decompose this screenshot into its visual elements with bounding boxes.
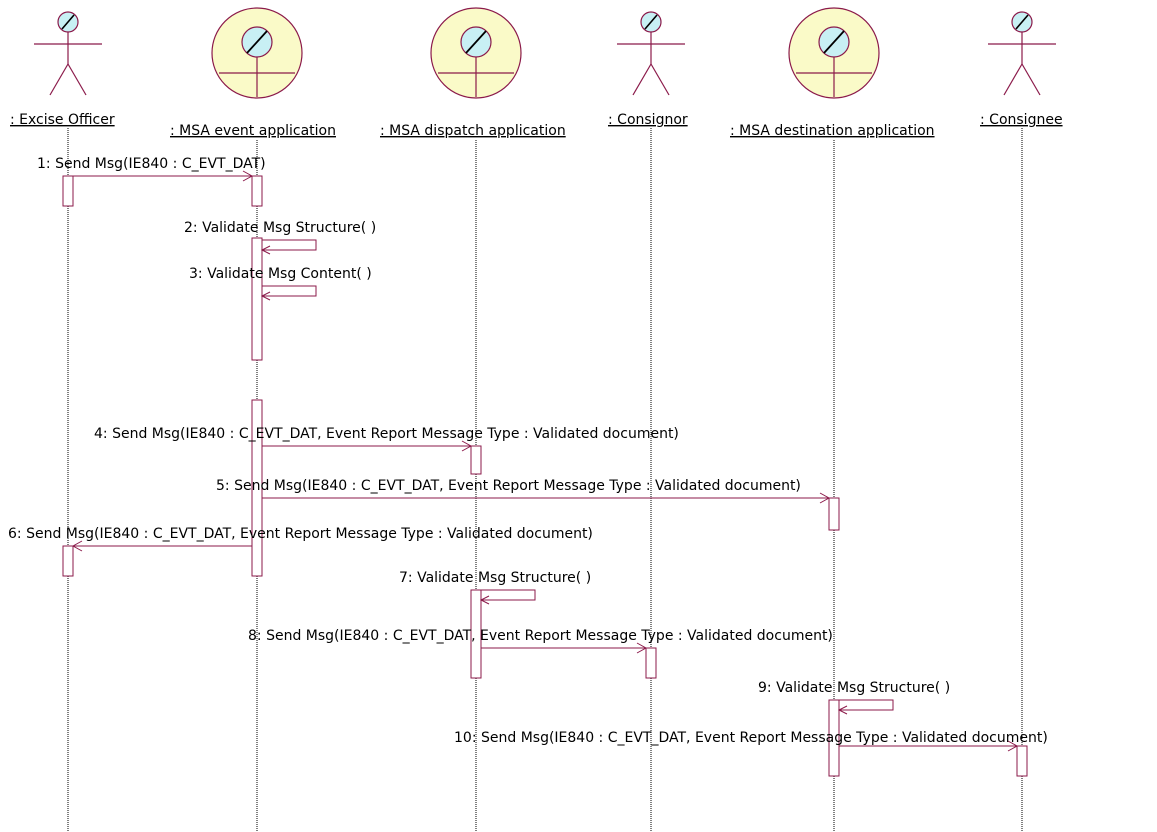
message-label: 6: Send Msg(IE840 : C_EVT_DAT, Event Rep… [8,526,593,542]
arrowhead [636,642,648,654]
actor-icon [988,11,1056,96]
self-message-loop [262,239,317,251]
activation-bar [251,175,263,207]
participant-label: : Consignor [608,112,688,128]
message-9: 9: Validate Msg Structure( ) [758,680,950,715]
message-label: 5: Send Msg(IE840 : C_EVT_DAT, Event Rep… [216,478,801,494]
boundary-icon [430,7,522,99]
message-label: 2: Validate Msg Structure( ) [184,220,376,236]
arrowhead [260,291,271,301]
participant-consignor: : Consignor [608,11,688,128]
arrowhead [260,245,271,255]
message-label: 3: Validate Msg Content( ) [189,266,372,282]
participant-event: : MSA event application [170,7,336,139]
participant-officer: : Excise Officer [10,11,115,128]
message-4: 4: Send Msg(IE840 : C_EVT_DAT, Event Rep… [94,426,679,452]
activation-bar [1016,745,1028,777]
message-1: 1: Send Msg(IE840 : C_EVT_DAT) [37,156,266,182]
message-8: 8: Send Msg(IE840 : C_EVT_DAT, Event Rep… [248,628,833,654]
activations-layer [62,175,1028,777]
message-label: 10: Send Msg(IE840 : C_EVT_DAT, Event Re… [454,730,1048,746]
activation-bar [470,445,482,475]
self-message-loop [481,589,536,601]
arrowhead [461,440,473,452]
arrowhead [819,492,831,504]
arrowhead [837,705,848,715]
boundary-icon [788,7,880,99]
participant-consignee: : Consignee [980,11,1063,128]
boundary-icon [211,7,303,99]
participant-label: : MSA destination application [730,123,935,139]
message-label: 9: Validate Msg Structure( ) [758,680,950,696]
activation-bar [828,497,840,531]
activation-bar [251,237,263,361]
activation-bar [62,545,74,577]
activation-bar [645,647,657,679]
arrowhead [1007,740,1019,752]
participant-destination: : MSA destination application [730,7,935,139]
arrowhead [242,170,254,182]
message-2: 2: Validate Msg Structure( ) [184,220,376,255]
messages-layer: 1: Send Msg(IE840 : C_EVT_DAT) 2: Validat… [8,156,1048,752]
arrowhead [479,595,490,605]
self-message-loop [839,699,894,711]
message-label: 4: Send Msg(IE840 : C_EVT_DAT, Event Rep… [94,426,679,442]
actor-icon [34,11,102,96]
activation-bar [251,399,263,577]
message-10: 10: Send Msg(IE840 : C_EVT_DAT, Event Re… [454,730,1048,752]
actor-icon [617,11,685,96]
participant-label: : Excise Officer [10,112,115,128]
message-label: 8: Send Msg(IE840 : C_EVT_DAT, Event Rep… [248,628,833,644]
arrowhead [71,540,83,552]
self-message-loop [262,285,317,297]
activation-bar [828,699,840,777]
participant-label: : MSA dispatch application [380,123,566,139]
message-5: 5: Send Msg(IE840 : C_EVT_DAT, Event Rep… [216,478,831,504]
activation-bar [470,589,482,679]
participants-layer: : Excise Officer : MSA event application:… [10,7,1063,139]
participant-dispatch: : MSA dispatch application [380,7,566,139]
message-label: 1: Send Msg(IE840 : C_EVT_DAT) [37,156,266,172]
message-7: 7: Validate Msg Structure( ) [399,570,591,605]
activation-bar [62,175,74,207]
message-label: 7: Validate Msg Structure( ) [399,570,591,586]
message-3: 3: Validate Msg Content( ) [189,266,372,301]
participant-label: : MSA event application [170,123,336,139]
participant-label: : Consignee [980,112,1063,128]
message-6: 6: Send Msg(IE840 : C_EVT_DAT, Event Rep… [8,526,593,552]
